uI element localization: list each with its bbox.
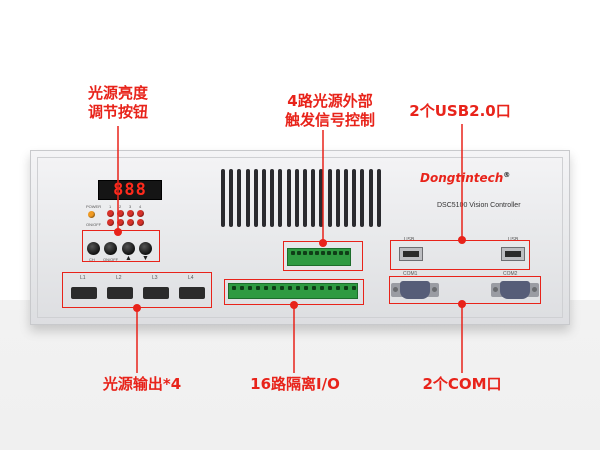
vent-slot [245, 169, 250, 227]
vent-slot [319, 169, 324, 227]
segment-display: 888 [98, 180, 162, 200]
brightness-knob-label: 光源亮度 调节按钮 [78, 84, 158, 122]
trigger-control-label: 4路光源外部 触发信号控制 [270, 92, 390, 130]
brightness-down-button[interactable] [139, 242, 152, 255]
up-button-label: ▲ [125, 255, 132, 262]
trigger-control-label-line2: 触发信号控制 [284, 111, 375, 129]
vent-slot [237, 169, 242, 227]
channel-number-3: 3 [129, 204, 132, 209]
light-output-label: 光源输出*4 [102, 375, 182, 393]
light-port-label-2: L2 [116, 275, 122, 281]
io-label: 16路隔离I/O [250, 375, 340, 393]
vent-slot [327, 169, 332, 227]
light-output-port-3[interactable] [143, 287, 169, 299]
vent-slot [286, 169, 291, 227]
vent-slot [294, 169, 299, 227]
leader-dot-brightness [114, 228, 122, 236]
light-output-port-2[interactable] [107, 287, 133, 299]
power-led-label: POWER [86, 204, 102, 209]
com-port-2[interactable] [491, 279, 539, 301]
leader-dot-io [290, 301, 298, 309]
com-port-label-1: COM1 [403, 271, 418, 277]
channel-led-4-bottom [137, 219, 144, 226]
brightness-up-button[interactable] [122, 242, 135, 255]
vent-slot [311, 169, 316, 227]
leader-dot-com [458, 300, 466, 308]
channel-led-2-bottom [117, 219, 124, 226]
brand-trademark: ® [503, 171, 511, 179]
channel-led-1-top [107, 210, 114, 217]
vent-slot [229, 169, 234, 227]
model-name: DSC5100 Vision Controller [437, 202, 521, 209]
light-output-port-4[interactable] [179, 287, 205, 299]
vent-slot [360, 169, 365, 227]
vent-slot [278, 169, 283, 227]
light-port-label-3: L3 [152, 275, 158, 281]
vent-slot [368, 169, 373, 227]
leader-dot-usb [458, 236, 466, 244]
usb-port-1[interactable] [399, 247, 423, 261]
leader-dot-trigger [319, 239, 327, 247]
light-output-port-1[interactable] [71, 287, 97, 299]
vent-slot [270, 169, 275, 227]
channel-number-1: 1 [109, 204, 112, 209]
com-port-label-2: COM2 [503, 271, 518, 277]
channel-number-2: 2 [119, 204, 122, 209]
brightness-knob-label-line2: 调节按钮 [87, 103, 148, 121]
channel-led-1-bottom [107, 219, 114, 226]
controller-front-panel: Dongtintech® DSC5100 Vision Controller 8… [30, 150, 570, 325]
channel-number-4: 4 [139, 204, 142, 209]
light-port-label-1: L1 [80, 275, 86, 281]
down-button-label: ▼ [142, 255, 149, 262]
io-terminal-block[interactable] [228, 283, 358, 299]
com-label: 2个COM口 [422, 375, 502, 393]
vent-slot [221, 169, 225, 227]
brightness-knob-label-line1: 光源亮度 [87, 84, 148, 102]
cooling-vents [221, 169, 381, 227]
vent-slot [262, 169, 267, 227]
channel-led-3-top [127, 210, 134, 217]
channel-led-4-top [137, 210, 144, 217]
channel-led-3-bottom [127, 219, 134, 226]
power-led [88, 211, 95, 218]
channel-button[interactable] [87, 242, 100, 255]
channel-led-2-top [117, 210, 124, 217]
onoff-button-label: ON/OFF [103, 257, 119, 262]
onoff-led-label: ON/OFF [86, 222, 102, 227]
com-port-1[interactable] [391, 279, 439, 301]
trigger-terminal-block[interactable] [287, 248, 351, 266]
light-port-label-4: L4 [188, 275, 194, 281]
vent-slot [253, 169, 258, 227]
vent-slot [335, 169, 340, 227]
channel-button-label: CH [89, 257, 95, 262]
onoff-button[interactable] [104, 242, 117, 255]
vent-slot [352, 169, 357, 227]
vent-slot [303, 169, 308, 227]
panel-inner-border [37, 157, 563, 318]
vent-slot [376, 169, 381, 227]
usb-label: 2个USB2.0口 [409, 102, 511, 120]
vent-slot [344, 169, 349, 227]
leader-dot-light-output [133, 304, 141, 312]
trigger-control-label-line1: 4路光源外部 [287, 92, 373, 110]
usb-port-2[interactable] [501, 247, 525, 261]
